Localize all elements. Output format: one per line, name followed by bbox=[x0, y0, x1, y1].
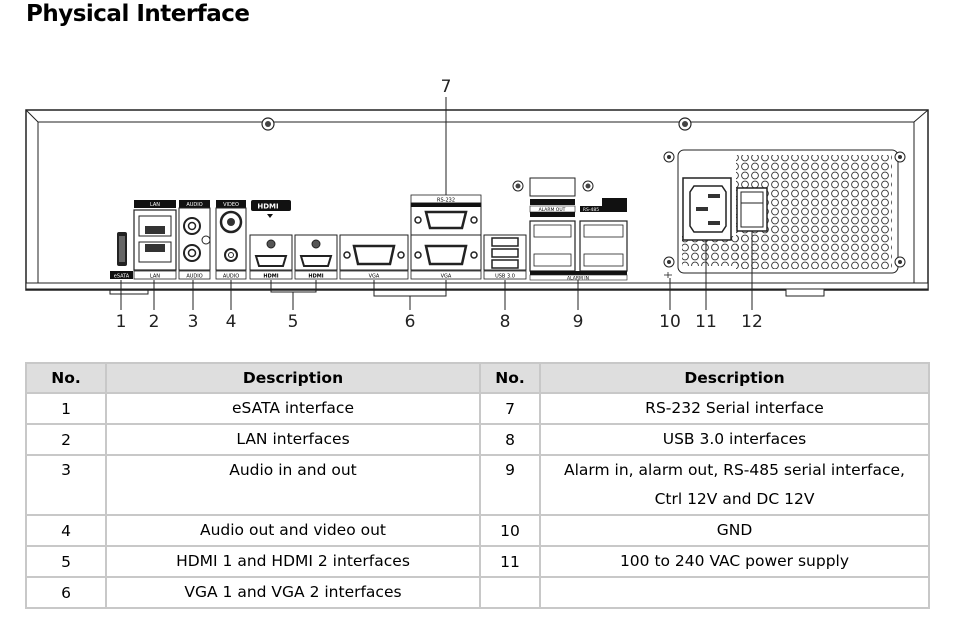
power-switch bbox=[736, 187, 768, 232]
cell-description: eSATA interface bbox=[105, 392, 481, 425]
svg-text:AUDIO: AUDIO bbox=[186, 202, 202, 208]
cell-description: RS-232 Serial interface bbox=[539, 392, 930, 425]
svg-text:LAN: LAN bbox=[150, 202, 160, 208]
callout-numbers: 1 2 3 4 5 6 7 8 9 10 11 12 bbox=[116, 77, 763, 332]
cell-no: 11 bbox=[479, 545, 541, 578]
svg-text:ALARM IN: ALARM IN bbox=[567, 276, 589, 282]
cell-no: 2 bbox=[25, 423, 107, 456]
svg-text:VGA: VGA bbox=[441, 274, 452, 280]
cell-description: HDMI 1 and HDMI 2 interfaces bbox=[105, 545, 481, 578]
callout-1: 1 bbox=[116, 312, 127, 332]
page-title: Physical Interface bbox=[26, 1, 250, 27]
svg-text:HDMI: HDMI bbox=[257, 203, 278, 211]
callout-6: 6 bbox=[405, 312, 416, 332]
callout-9: 9 bbox=[573, 312, 584, 332]
cell-no: 4 bbox=[25, 514, 107, 547]
usb-ports: USB 3.0 bbox=[483, 234, 527, 280]
hdmi-logo: HDMI bbox=[251, 200, 291, 218]
header-no: No. bbox=[25, 362, 107, 394]
callout-8: 8 bbox=[500, 312, 511, 332]
esata-port: eSATA bbox=[110, 232, 133, 280]
cell-description: USB 3.0 interfaces bbox=[539, 423, 930, 456]
rear-panel-diagram: eSATA LAN LAN AUDIO AUDIO VIDEO AUDI bbox=[25, 77, 929, 332]
screw-icon bbox=[261, 117, 275, 131]
header-description: Description bbox=[539, 362, 930, 394]
screw-icon bbox=[678, 117, 692, 131]
cell-description: Audio in and out bbox=[105, 454, 481, 516]
svg-text:HDMI: HDMI bbox=[263, 274, 278, 280]
callout-12: 12 bbox=[741, 312, 763, 332]
cell-no: 5 bbox=[25, 545, 107, 578]
callout-2: 2 bbox=[149, 312, 160, 332]
callout-7: 7 bbox=[441, 77, 452, 97]
lan-ports: LAN LAN bbox=[133, 200, 177, 280]
table-header-row: No. Description No. Description bbox=[25, 362, 930, 394]
callout-leaders bbox=[109, 97, 753, 310]
svg-text:HDMI: HDMI bbox=[308, 274, 323, 280]
svg-text:AUDIO: AUDIO bbox=[223, 274, 239, 280]
power-supply bbox=[663, 149, 906, 278]
vga-port-1: VGA bbox=[339, 234, 409, 280]
cell-description: 100 to 240 VAC power supply bbox=[539, 545, 930, 578]
cell-no: 3 bbox=[25, 454, 107, 516]
table-row: 4 Audio out and video out 10 GND bbox=[25, 514, 930, 547]
cell-no: 6 bbox=[25, 576, 107, 609]
table-row: 3 Audio in and out 9 Alarm in, alarm out… bbox=[25, 454, 930, 516]
cell-description bbox=[539, 576, 930, 609]
table-row: 5 HDMI 1 and HDMI 2 interfaces 11 100 to… bbox=[25, 545, 930, 578]
cell-no: 1 bbox=[25, 392, 107, 425]
cell-description: VGA 1 and VGA 2 interfaces bbox=[105, 576, 481, 609]
cell-description: GND bbox=[539, 514, 930, 547]
svg-text:USB 3.0: USB 3.0 bbox=[495, 274, 515, 280]
cell-description-line1: Alarm in, alarm out, RS-485 serial inter… bbox=[564, 461, 905, 479]
cell-no: 8 bbox=[479, 423, 541, 456]
cell-description: Audio out and video out bbox=[105, 514, 481, 547]
cell-no: 10 bbox=[479, 514, 541, 547]
ac-power-inlet bbox=[682, 177, 732, 241]
cell-no bbox=[479, 576, 541, 609]
svg-text:AUDIO: AUDIO bbox=[186, 274, 202, 280]
cell-no: 7 bbox=[479, 392, 541, 425]
callout-4: 4 bbox=[226, 312, 237, 332]
lan-label: LAN bbox=[150, 274, 160, 280]
interface-table: No. Description No. Description 1 eSATA … bbox=[25, 362, 930, 609]
callout-10: 10 bbox=[659, 312, 681, 332]
table-row: 2 LAN interfaces 8 USB 3.0 interfaces bbox=[25, 423, 930, 456]
gnd-icon bbox=[664, 272, 672, 278]
svg-text:RS-232: RS-232 bbox=[437, 198, 455, 204]
callout-11: 11 bbox=[695, 312, 717, 332]
header-no: No. bbox=[479, 362, 541, 394]
cell-description-line2: Ctrl 12V and DC 12V bbox=[654, 490, 815, 508]
alarm-block: ALARM OUT RS-485 ALARM IN bbox=[512, 177, 628, 282]
esata-label: eSATA bbox=[114, 274, 130, 280]
vga-port-2: VGA bbox=[410, 234, 482, 280]
callout-5: 5 bbox=[288, 312, 299, 332]
header-description: Description bbox=[105, 362, 481, 394]
hdmi-port-2: HDMI bbox=[294, 234, 338, 280]
audio-ports: AUDIO AUDIO bbox=[178, 200, 211, 280]
svg-text:ALARM OUT: ALARM OUT bbox=[539, 207, 566, 213]
table-row: 6 VGA 1 and VGA 2 interfaces bbox=[25, 576, 930, 609]
hdmi-port-1: HDMI bbox=[249, 234, 293, 280]
video-out-ports: VIDEO AUDIO bbox=[215, 200, 247, 280]
cell-description: Alarm in, alarm out, RS-485 serial inter… bbox=[539, 454, 930, 516]
svg-text:VGA: VGA bbox=[369, 274, 380, 280]
svg-text:RS-485: RS-485 bbox=[583, 207, 599, 213]
cell-no: 9 bbox=[479, 454, 541, 516]
svg-text:VIDEO: VIDEO bbox=[223, 202, 239, 208]
callout-3: 3 bbox=[188, 312, 199, 332]
table-row: 1 eSATA interface 7 RS-232 Serial interf… bbox=[25, 392, 930, 425]
cell-description: LAN interfaces bbox=[105, 423, 481, 456]
rs232-port: RS-232 bbox=[410, 194, 482, 236]
